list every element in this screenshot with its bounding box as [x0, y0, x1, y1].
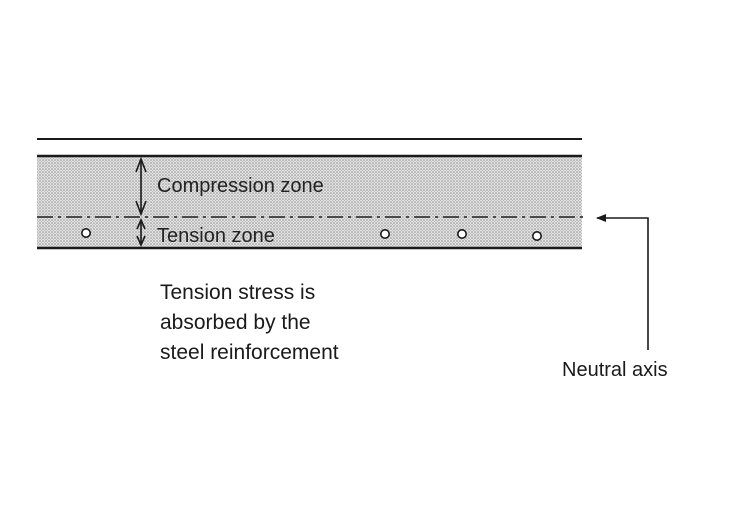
reinforcement-bar [379, 229, 390, 240]
compression-arrow-top-head [135, 156, 147, 173]
note-line: steel reinforcement [160, 341, 339, 364]
neutral-axis-leader [596, 214, 649, 350]
neutral-axis-label: Neutral axis [562, 359, 668, 381]
note-line: Tension stress is [160, 281, 315, 304]
tension-arrow-bottom-head [136, 235, 146, 247]
compression-zone-label: Compression zone [157, 175, 324, 197]
reinforcement-bars [81, 228, 542, 242]
tension-zone-label: Tension zone [157, 225, 275, 247]
tension-arrow-top-head [136, 218, 146, 230]
reinforcement-bar [531, 231, 542, 242]
reinforcement-bar [81, 228, 92, 239]
note-line: absorbed by the [160, 311, 311, 334]
reinforcement-bar [456, 229, 467, 240]
tension-note: Tension stress is absorbed by the steel … [160, 281, 339, 364]
compression-arrow-bottom-head [135, 200, 147, 217]
beam-body [37, 156, 582, 248]
